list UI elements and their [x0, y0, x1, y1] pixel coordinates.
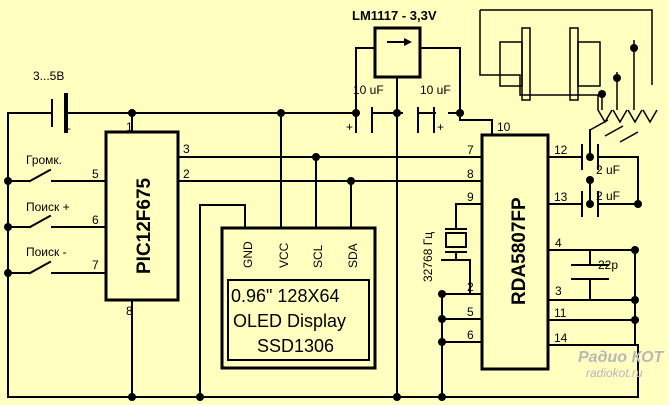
- radio-pin-2: 2: [467, 280, 474, 294]
- capacitor-c4: 2 uF: [581, 189, 620, 217]
- mcu-pin-1: 1: [126, 120, 133, 134]
- radio-pin-14: 14: [554, 331, 568, 345]
- regulator: LM1117 - 3,3V: [352, 8, 437, 79]
- oled-pin-gnd: GND: [241, 241, 255, 268]
- oled-pin-sda: SDA: [346, 243, 360, 268]
- headphone-jack: [499, 27, 658, 143]
- capacitor-c5-value: 22p: [598, 258, 618, 272]
- capacitor-c1: 10 uF +: [346, 83, 384, 134]
- oled-pin-scl: SCL: [311, 244, 325, 268]
- watermark-logo: Радио КОТ: [578, 349, 665, 366]
- radio-rda5807fp: RDA5807FP 10 7 8 9 2 5 6 12 13 4 3 11 14: [467, 120, 568, 371]
- capacitor-c1-value: 10 uF: [353, 83, 384, 97]
- radio-label: RDA5807FP: [509, 197, 530, 305]
- oled-line-1: 0.96" 128X64: [231, 286, 339, 306]
- radio-pin-6: 6: [467, 328, 474, 342]
- junction-dots: [4, 44, 642, 401]
- capacitor-c2-value: 10 uF: [420, 83, 451, 97]
- button-search-down: Поиск -: [26, 245, 67, 275]
- radio-pin-11: 11: [554, 306, 567, 320]
- oled-display: GND VCC SCL SDA 0.96" 128X64 OLED Displa…: [220, 226, 377, 370]
- watermark: Радио КОТ radiokot.ru: [578, 349, 665, 380]
- oled-line-3: SSD1306: [257, 336, 334, 356]
- radio-pin-12: 12: [554, 143, 568, 157]
- capacitor-c5: 22p: [571, 258, 618, 280]
- radio-pin-5: 5: [467, 305, 474, 319]
- button-search-down-label: Поиск -: [26, 245, 67, 259]
- mcu-pin-3: 3: [183, 142, 190, 156]
- radio-pin-3: 3: [555, 284, 562, 298]
- radio-pin-9: 9: [467, 190, 474, 204]
- radio-pin-7: 7: [467, 143, 474, 157]
- mcu-pin-7: 7: [92, 258, 99, 272]
- oled-pin-vcc: VCC: [277, 242, 291, 268]
- radio-pin-4: 4: [555, 236, 562, 250]
- capacitor-c3: 2 uF: [581, 144, 620, 177]
- capacitor-c2: 10 uF +: [417, 83, 451, 134]
- battery-plus-label: +: [64, 122, 71, 136]
- capacitor-c3-value: 2 uF: [596, 163, 620, 177]
- mcu-pin-5: 5: [92, 167, 99, 181]
- button-search-up: Поиск +: [26, 200, 70, 229]
- battery: 3...5В +: [33, 69, 71, 136]
- capacitor-c2-plus: +: [437, 120, 444, 134]
- oled-line-2: OLED Display: [233, 311, 346, 331]
- radio-pin-10: 10: [497, 120, 511, 134]
- battery-voltage-label: 3...5В: [33, 69, 64, 83]
- crystal-value: 32768 Гц: [421, 232, 435, 282]
- button-search-up-label: Поиск +: [26, 200, 70, 214]
- button-volume: Громк.: [26, 153, 62, 183]
- mcu-pin-2: 2: [183, 167, 190, 181]
- capacitor-c1-plus: +: [346, 120, 353, 134]
- mcu-pin-6: 6: [92, 213, 99, 227]
- capacitor-c4-value: 2 uF: [596, 189, 620, 203]
- regulator-label: LM1117 - 3,3V: [352, 8, 437, 23]
- mcu-pic12f675: PIC12F675 1 3 2 5 6 7 8: [92, 120, 190, 318]
- mcu-label: PIC12F675: [134, 177, 155, 274]
- button-volume-label: Громк.: [26, 153, 62, 167]
- radio-pin-8: 8: [467, 167, 474, 181]
- wires: [7, 9, 653, 398]
- mcu-pin-8: 8: [126, 304, 133, 318]
- crystal: 32768 Гц: [421, 228, 467, 282]
- watermark-url: radiokot.ru: [586, 366, 643, 380]
- radio-pin-13: 13: [554, 190, 568, 204]
